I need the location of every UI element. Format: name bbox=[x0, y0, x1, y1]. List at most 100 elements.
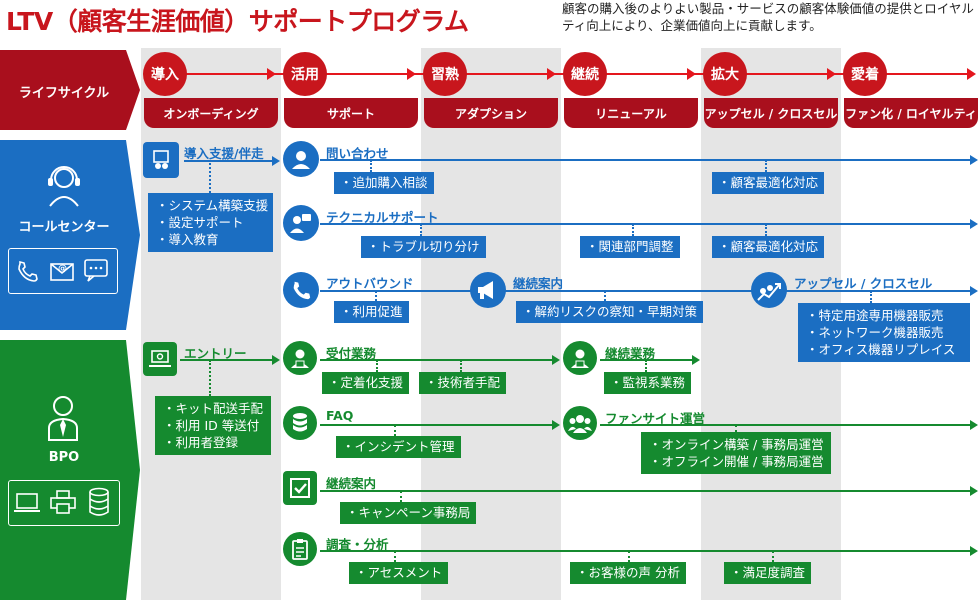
row-header-lifecycle: ライフサイクル bbox=[0, 50, 140, 130]
stage-arrow bbox=[267, 68, 276, 80]
row-header-bpo: BPO bbox=[0, 340, 140, 600]
outbound-line bbox=[320, 290, 970, 292]
row-header-lifecycle-label: ライフサイクル bbox=[18, 86, 110, 101]
faq-database-icon bbox=[283, 406, 317, 440]
tag-assessment: ・アセスメント bbox=[349, 562, 449, 584]
list-item: ・オフライン開催 / 事務局運営 bbox=[649, 454, 824, 469]
list-item: ・オンライン構築 / 事務局運営 bbox=[649, 437, 824, 452]
faq-line bbox=[320, 424, 554, 426]
list-item: ・キット配送手配 bbox=[163, 401, 264, 416]
continuing-operator-icon bbox=[563, 341, 597, 375]
outbound-phone-icon bbox=[283, 272, 319, 308]
list-item: ・システム構築支援 bbox=[156, 198, 269, 213]
stage-expansion: 拡大 bbox=[703, 52, 747, 96]
tag-retention-support: ・定着化支援 bbox=[322, 372, 410, 394]
tag-churn-risk: ・解約リスクの察知・早期対策 bbox=[516, 301, 704, 323]
research-clipboard-icon bbox=[283, 532, 317, 566]
stage-arrow bbox=[407, 68, 416, 80]
tag-incident-management: ・インシデント管理 bbox=[336, 436, 461, 458]
reception-operator-icon bbox=[283, 341, 317, 375]
connector bbox=[209, 163, 211, 193]
tag-technician-dispatch: ・技術者手配 bbox=[419, 372, 507, 394]
outbound-label: アウトバウンド bbox=[326, 276, 414, 291]
stage-utilization: 活用 bbox=[283, 52, 327, 96]
entry-box: ・キット配送手配 ・利用 ID 等送付 ・利用者登録 bbox=[155, 396, 271, 455]
inquiry-line bbox=[320, 159, 970, 161]
page-title: LTV（顧客生涯価値）サポートプログラム bbox=[6, 7, 469, 36]
connector bbox=[376, 360, 378, 372]
onboarding-support-label: 導入支援/伴走 bbox=[184, 146, 264, 161]
contact-channels-iconbox: @ bbox=[8, 248, 118, 294]
arrow-head bbox=[272, 156, 280, 166]
fansite-line bbox=[600, 424, 970, 426]
stage-sub-loyalty: ファン化 / ロイヤルティ bbox=[844, 98, 978, 128]
connector bbox=[628, 551, 630, 562]
connector bbox=[394, 425, 396, 436]
arrow-head bbox=[970, 286, 978, 296]
laptop-icon bbox=[13, 491, 41, 519]
fansite-box: ・オンライン構築 / 事務局運営 ・オフライン開催 / 事務局運営 bbox=[641, 432, 831, 474]
list-item: ・ネットワーク機器販売 bbox=[806, 325, 944, 340]
businessman-icon bbox=[46, 394, 80, 446]
connector bbox=[632, 224, 634, 236]
tag-campaign-office: ・キャンペーン事務局 bbox=[340, 502, 477, 524]
connector bbox=[772, 551, 774, 562]
arrow-head bbox=[970, 486, 978, 496]
entry-laptop-icon bbox=[143, 342, 177, 376]
connector bbox=[394, 551, 396, 562]
stage-arrow bbox=[687, 68, 696, 80]
stage-attachment: 愛着 bbox=[843, 52, 887, 96]
upsell-label: アップセル / クロスセル bbox=[794, 276, 933, 291]
list-item: ・利用者登録 bbox=[163, 435, 239, 450]
list-item: ・利用 ID 等送付 bbox=[163, 418, 260, 433]
bpo-devices-iconbox bbox=[8, 480, 120, 526]
technical-support-label: テクニカルサポート bbox=[326, 210, 439, 225]
arrow-head bbox=[692, 355, 700, 365]
renewal-megaphone-icon bbox=[470, 272, 506, 308]
tag-customer-optimization: ・顧客最適化対応 bbox=[712, 172, 825, 194]
connector bbox=[870, 291, 872, 303]
reception-line bbox=[320, 359, 554, 361]
upsell-growth-icon bbox=[751, 272, 787, 308]
column-bg-onboarding bbox=[141, 48, 281, 600]
stage-arrow bbox=[547, 68, 556, 80]
arrow-head bbox=[970, 219, 978, 229]
bpo-renewal-line bbox=[320, 490, 970, 492]
stage-arrow bbox=[967, 68, 976, 80]
arrow-head bbox=[272, 355, 280, 365]
connector bbox=[209, 360, 211, 396]
research-label: 調査・分析 bbox=[326, 537, 389, 552]
stage-sub-support: サポート bbox=[284, 98, 418, 128]
connector bbox=[400, 491, 402, 502]
connector bbox=[460, 360, 462, 372]
stage-sub-renewal: リニューアル bbox=[564, 98, 698, 128]
fansite-community-icon bbox=[563, 406, 597, 440]
row-header-callcenter-label: コールセンター bbox=[18, 220, 110, 235]
arrow-head bbox=[552, 420, 560, 430]
continuing-label: 継続業務 bbox=[605, 346, 656, 361]
arrow-head bbox=[970, 420, 978, 430]
connector bbox=[765, 160, 767, 172]
page-description: 顧客の購入後のよりよい製品・サービスの顧客体験価値の提供とロイヤルティ向上により… bbox=[562, 1, 974, 33]
svg-text:@: @ bbox=[58, 264, 67, 274]
inquiry-label: 問い合わせ bbox=[326, 146, 389, 161]
phone-icon bbox=[15, 259, 39, 287]
tag-usage-promotion: ・利用促進 bbox=[334, 301, 409, 323]
connector bbox=[420, 224, 422, 236]
tag-department-coordination: ・関連部門調整 bbox=[580, 236, 680, 258]
stage-continuation: 継続 bbox=[563, 52, 607, 96]
connector bbox=[370, 160, 372, 172]
tag-voice-of-customer: ・お客様の声 分析 bbox=[570, 562, 686, 584]
list-item: ・オフィス機器リプレイス bbox=[806, 342, 956, 357]
stage-sub-adoption: アダプション bbox=[424, 98, 558, 128]
upsell-box: ・特定用途専用機器販売 ・ネットワーク機器販売 ・オフィス機器リプレイス bbox=[798, 303, 970, 362]
entry-label: エントリー bbox=[184, 346, 247, 361]
tag-troubleshooting: ・トラブル切り分け bbox=[361, 236, 486, 258]
list-item: ・導入教育 bbox=[156, 232, 219, 247]
tag-monitoring: ・監視系業務 bbox=[604, 372, 692, 394]
bpo-renewal-label: 継続案内 bbox=[326, 476, 377, 491]
stage-sub-onboarding: オンボーディング bbox=[144, 98, 278, 128]
technical-support-icon bbox=[283, 205, 319, 241]
entry-line bbox=[180, 359, 274, 361]
stage-mastery: 習熟 bbox=[423, 52, 467, 96]
